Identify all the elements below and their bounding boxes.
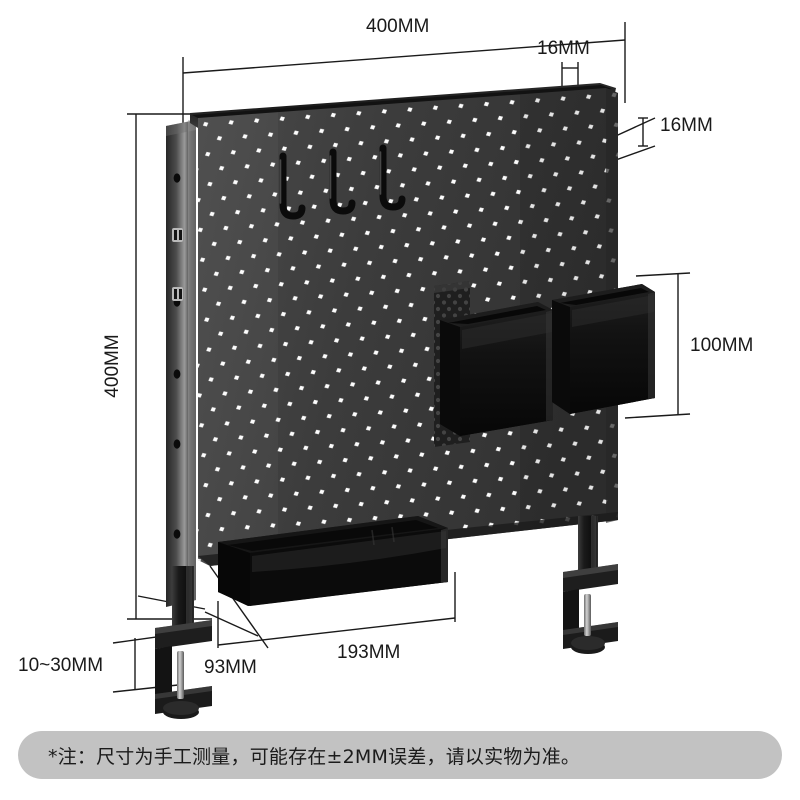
pegboard-hooks xyxy=(279,144,406,220)
dimension-bin-height xyxy=(624,272,691,419)
hook-1 xyxy=(279,152,306,220)
label-height-left: 400MM xyxy=(102,334,123,397)
measurement-note-banner: *注：尺寸为手工测量，可能存在±2MM误差，请以实物为准。 xyxy=(18,731,782,779)
dimension-height-left xyxy=(127,113,212,620)
storage-bin-right xyxy=(552,284,655,414)
measurement-note-text: *注：尺寸为手工测量，可能存在±2MM误差，请以实物为准。 xyxy=(48,745,581,768)
label-tray-width: 193MM xyxy=(337,642,400,663)
bottom-tray xyxy=(218,516,448,606)
pegboard-hooks-highlight xyxy=(279,151,382,204)
storage-bin-left xyxy=(440,302,553,436)
hook-3 xyxy=(379,144,406,211)
board-side-rail xyxy=(166,120,196,607)
hook-2 xyxy=(329,148,356,215)
label-tray-depth: 93MM xyxy=(204,657,257,678)
dimension-width-top xyxy=(182,22,626,132)
dimension-tray-width xyxy=(217,572,456,648)
clamp-left xyxy=(155,566,212,719)
label-clamp-opening: 10~30MM xyxy=(18,655,103,676)
clamp-right xyxy=(563,516,618,654)
label-hole-pitch-vertical: 16MM xyxy=(660,115,713,136)
label-width-top: 400MM xyxy=(366,16,429,37)
label-bin-height: 100MM xyxy=(690,335,753,356)
label-hole-pitch-horizontal: 16MM xyxy=(537,38,590,59)
